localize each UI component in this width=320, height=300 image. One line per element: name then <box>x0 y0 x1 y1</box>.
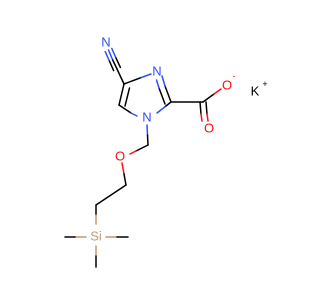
atom-potassium: K <box>251 83 260 98</box>
atom-silicon: Si <box>90 228 102 243</box>
charge-k-plus: + <box>262 79 267 89</box>
atom-ether-o: O <box>115 148 125 163</box>
structure-diagram: N N N O - O O Si K + <box>64 34 268 268</box>
atom-ring-n1: N <box>142 109 151 124</box>
imidazole-ring <box>118 73 172 117</box>
atom-carboxylate-o-minus: O <box>222 77 232 92</box>
bond-carboxyl-o-minus <box>202 93 215 103</box>
bond-o-ch2 <box>121 162 125 175</box>
charge-o-minus: - <box>233 71 236 81</box>
bond-ch2-o <box>135 144 149 152</box>
atom-carboxylate-o-double: O <box>204 120 214 135</box>
atom-ring-n3: N <box>152 63 161 78</box>
bond-c4-cn <box>116 68 125 85</box>
atom-labels: N N N O - O O Si K + <box>90 34 267 243</box>
nitrile-triple-bond <box>104 47 122 72</box>
bond-n1-ch2 <box>146 124 149 136</box>
atom-nitrile-n: N <box>101 34 110 49</box>
bonds <box>64 47 222 268</box>
bond-ch2-ch2 <box>95 184 127 206</box>
bond-carboxyl-double-o <box>199 101 209 122</box>
